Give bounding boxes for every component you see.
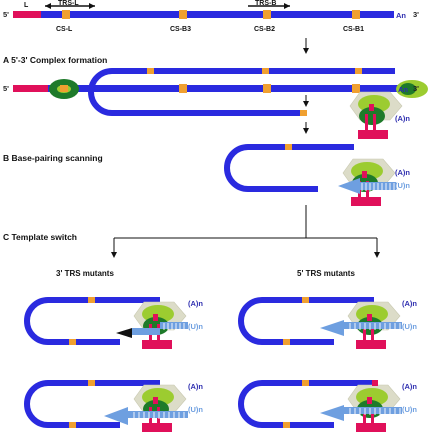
- genome-strand: [41, 11, 394, 18]
- nascent-strand-arrow: [320, 320, 344, 336]
- cs-b2-label: CS-B2: [254, 26, 275, 33]
- genome-map: [13, 3, 394, 19]
- poly-u-label: (U)n: [402, 405, 417, 414]
- cs-site: [352, 84, 360, 93]
- poly-u-label: (U)n: [402, 322, 417, 331]
- cs-site: [179, 84, 187, 93]
- poly-a-label: An: [398, 85, 408, 94]
- poly-u-label: (U)n: [188, 405, 203, 414]
- nascent-strand-arrow: [338, 178, 360, 194]
- cs-l-site: [62, 10, 70, 19]
- five-prime-label: 5': [3, 10, 9, 19]
- section-a-title: A 5'-3' Complex formation: [3, 55, 107, 65]
- mutant-panel-3-prime-b: [27, 380, 188, 433]
- cs-b1-label: CS-B1: [343, 26, 364, 33]
- mutant-panel-5-prime-a: [241, 297, 402, 350]
- rna-loop-a: [91, 68, 403, 140]
- poly-a-label: (A)n: [402, 299, 417, 308]
- poly-a-label: (A)n: [402, 382, 417, 391]
- flow-arrows: [303, 38, 309, 107]
- three-prime-label: 3': [413, 84, 419, 93]
- stalled-strand-arrow: [116, 328, 132, 338]
- complex-formation-strand: [13, 79, 428, 99]
- genome-strand: [48, 85, 402, 92]
- poly-a-label: An: [396, 11, 406, 20]
- cs-site: [263, 84, 271, 93]
- trs-b-label: TRS-B: [255, 0, 276, 7]
- poly-a-label: (A)n: [188, 299, 203, 308]
- nascent-strand-arrow: [320, 405, 344, 421]
- leader-label: L: [24, 2, 29, 9]
- poly-a-label: (A)n: [395, 114, 410, 123]
- cs-l-label: CS-L: [56, 26, 73, 33]
- nascent-strand-arrow: [104, 407, 128, 425]
- poly-u-label: (U)n: [395, 181, 410, 190]
- section-b-title: B Base-pairing scanning: [3, 153, 103, 163]
- cs-b2-site: [263, 10, 271, 19]
- mutant-panel-5-prime-b: [241, 380, 402, 433]
- five-prime-label: 5': [3, 84, 9, 93]
- trs-l-label: TRS-L: [58, 0, 79, 7]
- branch-connector: [111, 205, 380, 258]
- cs-b3-label: CS-B3: [170, 26, 191, 33]
- cs-b1-site: [352, 10, 360, 19]
- poly-a-label: (A)n: [188, 382, 203, 391]
- mutant-panel-3-prime-a: [27, 297, 188, 350]
- leader-segment: [13, 11, 41, 18]
- column-3-mutants-title: 3' TRS mutants: [56, 269, 114, 278]
- poly-u-label: (U)n: [188, 322, 203, 331]
- poly-a-label: (A)n: [395, 168, 410, 177]
- leader-segment: [13, 85, 48, 92]
- rna-loop-b: [227, 144, 396, 207]
- section-c-title: C Template switch: [3, 232, 77, 242]
- cs-b3-site: [179, 10, 187, 19]
- column-5-mutants-title: 5' TRS mutants: [297, 269, 355, 278]
- three-prime-label: 3': [413, 10, 419, 19]
